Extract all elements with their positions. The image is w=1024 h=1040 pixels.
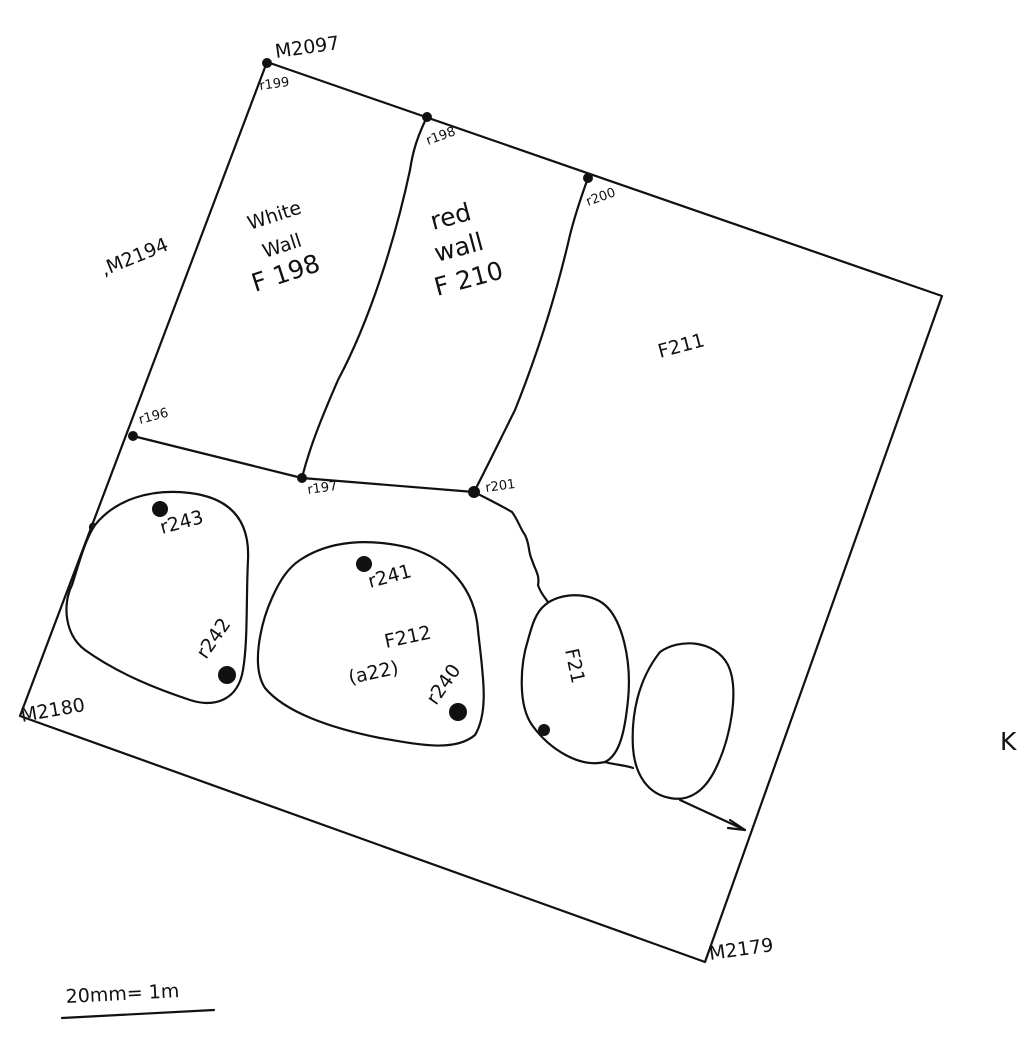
point-r201-dot xyxy=(468,486,480,498)
marker-m2179-label: M2179 xyxy=(708,934,775,965)
point-r200-label: r200 xyxy=(584,185,617,209)
marker-m2180-label: M2180 xyxy=(19,694,87,727)
feature-east-outline xyxy=(631,642,735,800)
white-wall-label-1: White xyxy=(245,197,304,235)
point-r240-label: r240 xyxy=(422,660,465,709)
point-r241-label: r241 xyxy=(366,560,414,593)
point-r200-dot xyxy=(583,173,593,183)
point-r199-label: r199 xyxy=(258,75,290,94)
connector-line xyxy=(603,760,635,770)
f211-label: F211 xyxy=(656,329,707,362)
point-r198-label: r198 xyxy=(424,124,457,148)
f212-outline xyxy=(256,541,485,747)
trench-boundary xyxy=(18,60,944,964)
red-wall-east-line xyxy=(472,176,590,494)
f212-label-2: (a22) xyxy=(346,657,400,689)
point-r199-dot xyxy=(262,58,272,68)
f21x-label: F21 xyxy=(560,646,589,685)
point-r242-dot xyxy=(218,666,236,684)
wall-south-edge xyxy=(131,434,476,494)
marker-m2097-label: M2097 xyxy=(274,32,341,63)
point-r240-dot xyxy=(449,703,467,721)
edge-letter: K xyxy=(1000,727,1017,756)
point-r198-dot xyxy=(422,112,432,122)
arrow-line xyxy=(678,798,747,832)
f212-label-1: F212 xyxy=(382,622,433,653)
arrow-head xyxy=(726,818,747,832)
point-r196-label: r196 xyxy=(137,406,170,428)
point-r241-dot xyxy=(356,556,372,572)
point-r243-dot xyxy=(152,501,168,517)
f211-irregular-edge xyxy=(472,490,550,604)
scale-label: 20mm= 1m xyxy=(65,980,180,1008)
feature-west-tail xyxy=(88,522,97,530)
point-r197-dot xyxy=(297,473,307,483)
marker-m2194-label: ,M2194 xyxy=(98,234,172,281)
point-f21x-dot xyxy=(538,724,550,736)
point-r242-label: r242 xyxy=(192,614,235,663)
scale-underline xyxy=(60,1008,216,1020)
feature-west-outline xyxy=(65,490,250,704)
point-r201-label: r201 xyxy=(484,477,516,496)
point-r196-dot xyxy=(128,431,138,441)
point-r197-label: r197 xyxy=(306,479,338,498)
white-wall-east-line xyxy=(300,115,429,480)
